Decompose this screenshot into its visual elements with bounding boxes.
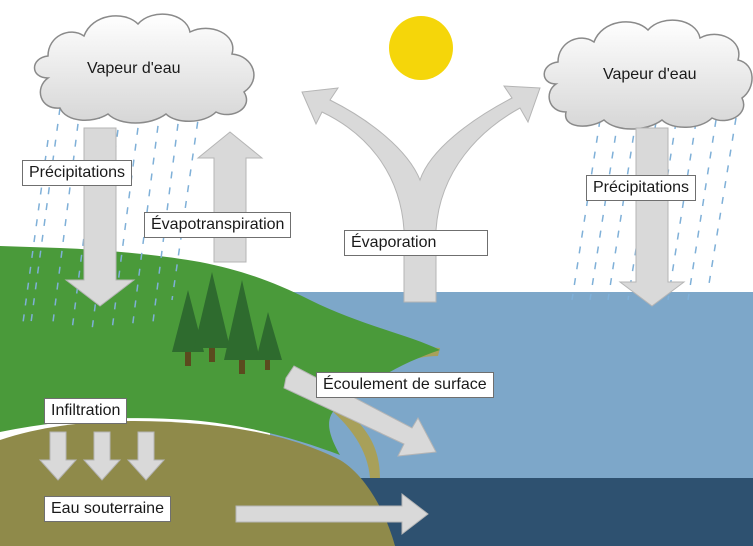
arrow-infiltration-1 [38, 431, 78, 481]
arrow-precip-right [618, 127, 686, 307]
runoff-label: Écoulement de surface [316, 372, 494, 398]
groundwater-label: Eau souterraine [44, 496, 171, 522]
arrow-infiltration-3 [126, 431, 166, 481]
sun [389, 16, 453, 80]
cloud-left-label: Vapeur d'eau [87, 60, 181, 77]
arrow-evaporation [301, 85, 541, 303]
cloud-left [33, 13, 255, 124]
infiltration-label: Infiltration [44, 398, 128, 424]
arrow-infiltration-2 [82, 431, 122, 481]
arrow-groundwater [235, 492, 429, 536]
arrow-evapotranspiration [196, 131, 264, 263]
deep-sea [360, 478, 753, 546]
evapotranspiration-label: Évapotranspiration [144, 212, 292, 238]
precipitations-label-left: Précipitations [22, 160, 133, 186]
evaporation-label: Évaporation [344, 230, 488, 256]
cloud-right [543, 19, 753, 130]
shore-lower [325, 398, 380, 478]
arrow-precip-left [64, 127, 136, 307]
trees [172, 272, 282, 374]
cloud-right-label: Vapeur d'eau [603, 66, 697, 83]
precipitations-label-right: Précipitations [586, 175, 697, 201]
